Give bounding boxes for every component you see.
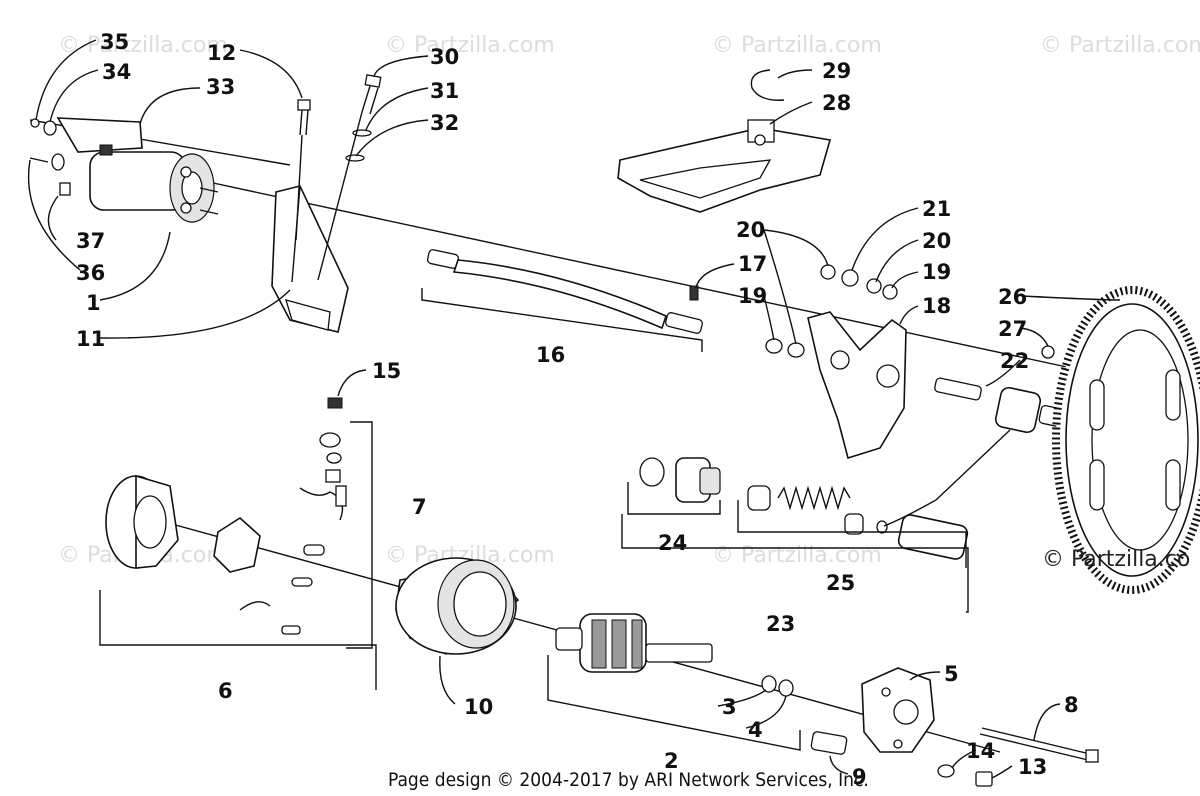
callout-23: 23 <box>766 612 795 636</box>
cable-part <box>426 249 703 334</box>
armature-part <box>555 613 713 673</box>
callout-11: 11 <box>76 327 105 351</box>
callout-17: 17 <box>738 252 767 276</box>
callout-7: 7 <box>412 495 427 519</box>
drive-shaft-part <box>934 377 1074 434</box>
watermark: © Partzilla.com <box>385 33 555 58</box>
small-fasteners-left <box>29 118 71 196</box>
leader-lines <box>27 39 1121 779</box>
callout-16: 16 <box>536 343 565 367</box>
callout-30: 30 <box>430 45 459 69</box>
callout-35: 35 <box>100 30 129 54</box>
callout-20b: 20 <box>922 229 951 253</box>
brand-mark: © Partzilla.co <box>1042 547 1190 572</box>
bolts-top <box>295 74 382 281</box>
callout-37: 37 <box>76 229 105 253</box>
drive-bracket-part <box>765 264 907 460</box>
callout-27: 27 <box>998 317 1027 341</box>
callout-8: 8 <box>1064 693 1079 717</box>
starter-solenoid-part <box>56 117 219 223</box>
callout-25: 25 <box>826 571 855 595</box>
callout-29: 29 <box>822 59 851 83</box>
callout-15: 15 <box>372 359 401 383</box>
callout-20a: 20 <box>736 218 765 242</box>
callout-19a: 19 <box>738 284 767 308</box>
callout-2: 2 <box>664 749 679 773</box>
callout-18: 18 <box>922 294 951 318</box>
callout-1: 1 <box>86 291 101 315</box>
watermark: © Partzilla.com <box>1040 33 1200 58</box>
callout-36: 36 <box>76 261 105 285</box>
yoke-part <box>395 557 520 655</box>
mounting-bracket-part <box>271 185 349 333</box>
callout-26: 26 <box>998 285 1027 309</box>
callout-6: 6 <box>218 679 233 703</box>
callout-9: 9 <box>852 765 867 789</box>
brush-parts <box>299 397 347 521</box>
end-frame-part <box>105 474 325 635</box>
drive-end-cover <box>810 667 1099 787</box>
callout-4: 4 <box>748 718 763 742</box>
callout-3: 3 <box>722 695 737 719</box>
frame-bracket-part <box>617 69 832 213</box>
callout-21: 21 <box>922 197 951 221</box>
watermark: © Partzilla.com <box>712 33 882 58</box>
callout-33: 33 <box>206 75 235 99</box>
callout-19b: 19 <box>922 260 951 284</box>
callout-24: 24 <box>658 531 687 555</box>
ring-gear-part <box>1041 286 1200 594</box>
footer-credit: Page design © 2004-2017 by ARI Network S… <box>388 769 869 791</box>
callout-32: 32 <box>430 111 459 135</box>
callouts: 35 34 33 12 30 31 32 29 28 21 20 20 17 1… <box>76 30 1079 789</box>
callout-28: 28 <box>822 91 851 115</box>
callout-14: 14 <box>966 739 995 763</box>
group-brackets <box>99 288 969 751</box>
watermark: © Partzilla.com <box>712 543 882 568</box>
washers-lower <box>761 675 794 697</box>
watermark: © Partzilla.com <box>58 33 228 58</box>
callout-10: 10 <box>464 695 493 719</box>
callout-22: 22 <box>1000 349 1029 373</box>
callout-31: 31 <box>430 79 459 103</box>
callout-12: 12 <box>207 41 236 65</box>
callout-5: 5 <box>944 662 959 686</box>
callout-34: 34 <box>102 60 131 84</box>
callout-13: 13 <box>1018 755 1047 779</box>
